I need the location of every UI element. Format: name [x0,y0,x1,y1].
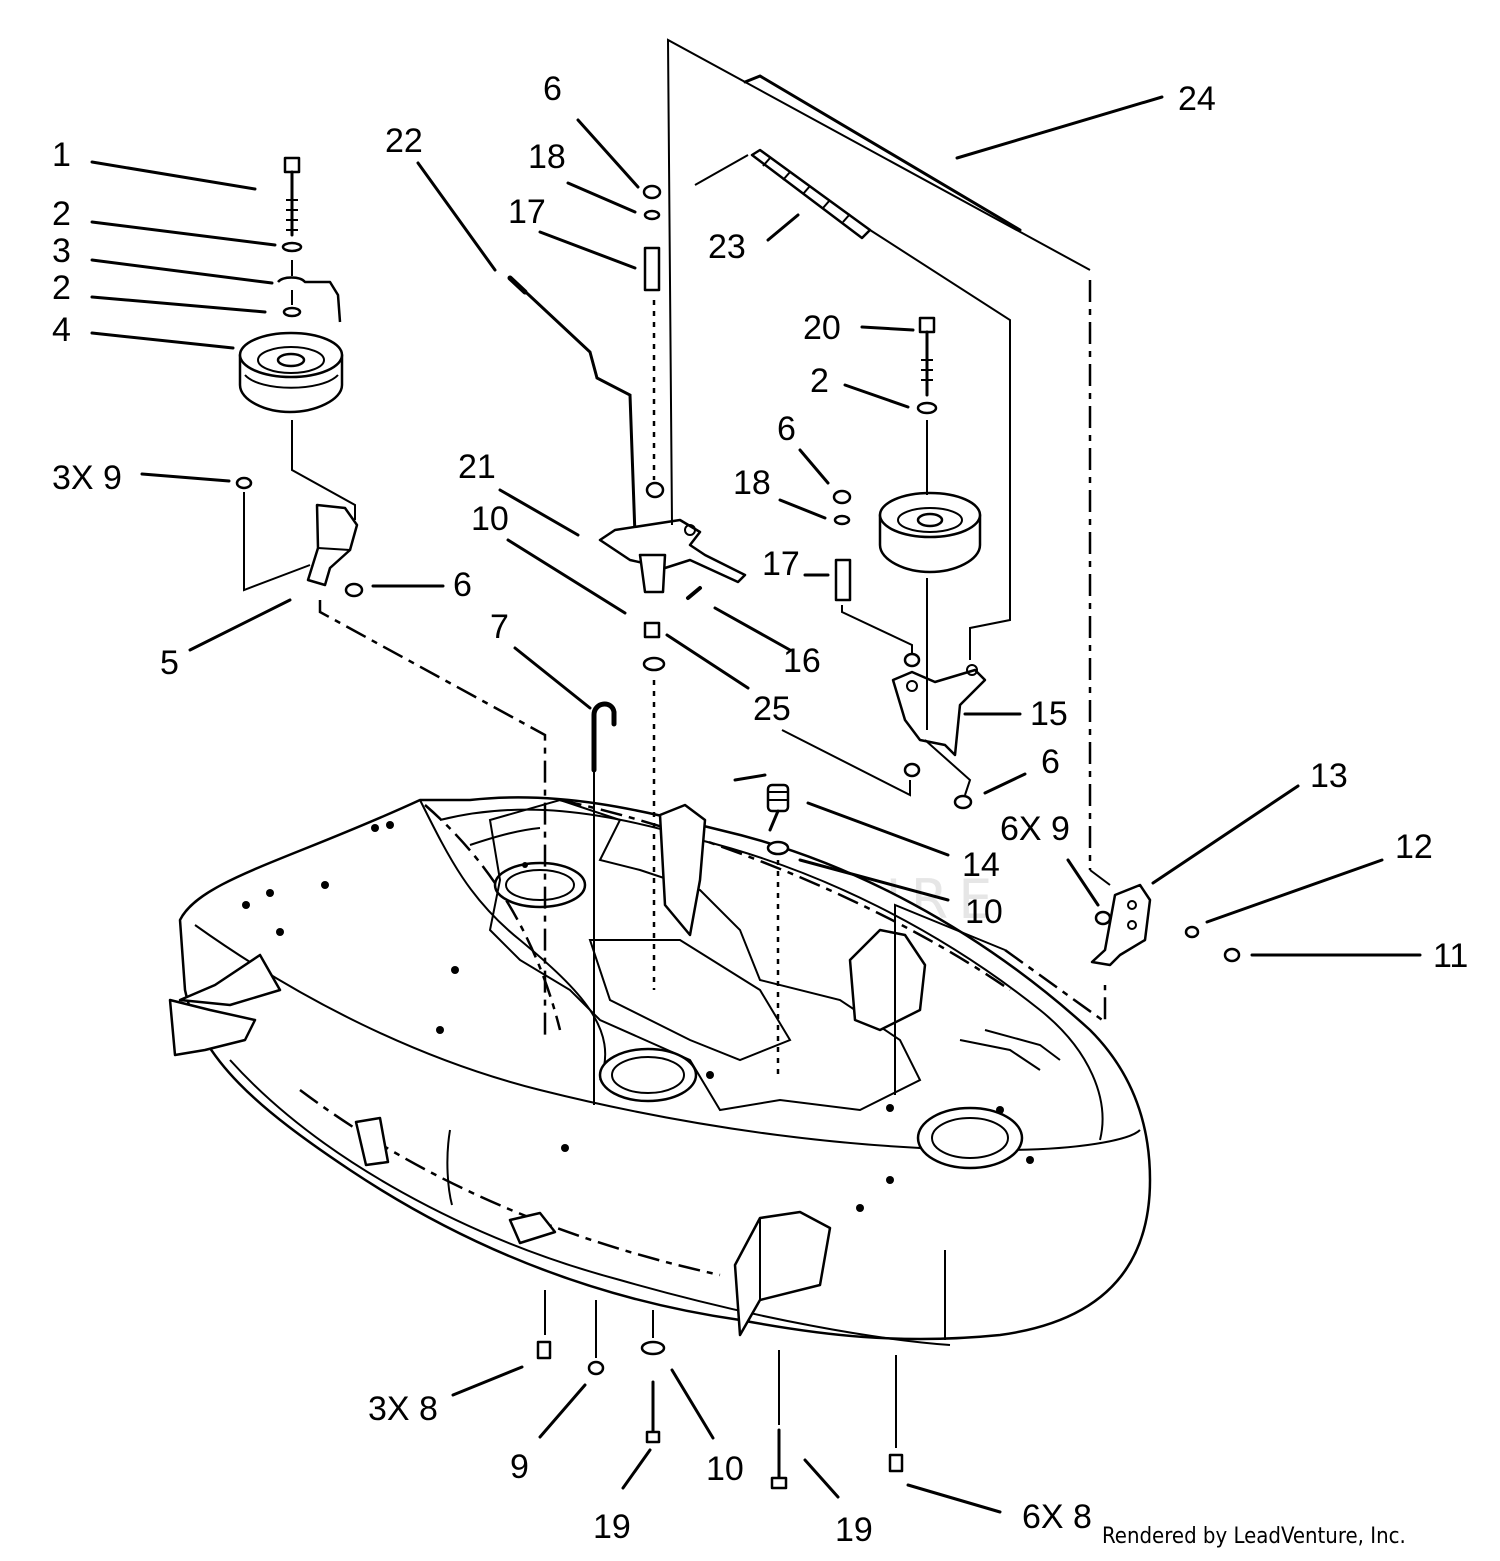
callout-10-top: 10 [471,500,509,538]
callout-5: 5 [160,644,179,682]
bracket-part-3 [277,276,342,323]
washer-part-2c [916,401,938,415]
callout-11: 11 [1433,937,1468,975]
deck-holes [242,821,1034,1212]
callout-21: 21 [458,448,496,486]
callout-6-left: 6 [453,566,472,604]
callout-10-bottom: 10 [706,1450,744,1488]
washer-part-18 [643,209,661,221]
washer-part-12 [1184,925,1200,939]
callout-25: 25 [753,690,791,728]
callout-2: 2 [52,195,71,233]
idler-pulley-right [878,491,982,574]
callout-17-top: 17 [508,193,546,231]
mower-deck-shell [168,796,1152,1346]
callout-6x8: 6X 8 [1022,1498,1092,1536]
callout-22: 22 [385,122,423,160]
washer-part-18-right [833,514,851,526]
callout-12: 12 [1395,828,1433,866]
rod-part-22 [513,280,637,537]
nut-part-6-top [642,184,662,200]
bracket-part-13 [1090,883,1152,967]
bolt-part-1 [283,156,301,237]
washer-part-2b [282,306,302,318]
washer-part-10-bottom [640,1340,666,1356]
callout-2-right: 2 [810,362,829,400]
callout-18-right: 18 [733,464,771,502]
idler-arm-part-21 [598,481,747,594]
callout-14: 14 [962,846,1000,884]
callout-16: 16 [783,642,821,680]
callout-1: 1 [52,136,71,174]
bolt-part-19a [645,1380,661,1444]
washer-part-10b [766,840,790,856]
callout-13: 13 [1310,757,1348,795]
callout-4: 4 [52,311,71,349]
bolt-part-8-right [888,1453,904,1473]
spacer-part-17-right [834,558,852,602]
callout-23: 23 [708,228,746,266]
bolt-part-20 [918,316,936,397]
nut-part-9 [235,476,253,490]
callout-24: 24 [1178,80,1216,118]
callout-labels: 1 2 3 2 4 3X 9 5 6 6 18 17 22 21 10 7 16… [52,70,1468,1549]
bushing-part-25 [643,621,661,639]
idler-bracket-part-5 [306,503,359,587]
callout-6-top: 6 [543,70,562,108]
callout-18-top: 18 [528,138,566,176]
nut-part-9-right [1094,910,1112,926]
callout-9: 9 [510,1448,529,1486]
render-credit: Rendered by LeadVenture, Inc. [1102,1524,1406,1549]
callout-19-right: 19 [835,1511,873,1549]
assembly-lines [243,38,1111,1448]
callout-6-right: 6 [777,410,796,448]
callout-3x8: 3X 8 [368,1390,438,1428]
hook-part-7 [591,701,617,773]
callout-3: 3 [52,232,71,270]
rod-part-24 [743,74,1022,232]
nut-part-11 [1223,947,1241,963]
callout-6-bracket: 6 [1041,743,1060,781]
callout-19-left: 19 [593,1508,631,1546]
washer-part-2 [281,241,303,253]
spring-part-14 [733,773,790,832]
callout-20: 20 [803,309,841,347]
callout-7: 7 [490,608,509,646]
bolt-part-8 [536,1340,552,1360]
callout-17-right: 17 [762,545,800,583]
idler-pulley-part-4 [238,331,344,414]
callout-3x9: 3X 9 [52,459,122,497]
callout-15: 15 [1030,695,1068,733]
callout-10-right: 10 [965,893,1003,931]
nut-part-6-bracket [953,794,973,810]
leader-lines [90,95,1422,1514]
spring-part-16 [686,586,702,600]
bolt-part-19b [770,1428,788,1490]
washer-part-10 [642,656,666,672]
nut-part-6 [344,582,364,598]
callout-6x9: 6X 9 [1000,810,1070,848]
callout-2b: 2 [52,269,71,307]
spacer-part-17 [643,246,661,292]
spring-part-23 [750,148,872,240]
nut-part-9-bottom [587,1360,605,1376]
nut-part-6-right [832,489,852,505]
